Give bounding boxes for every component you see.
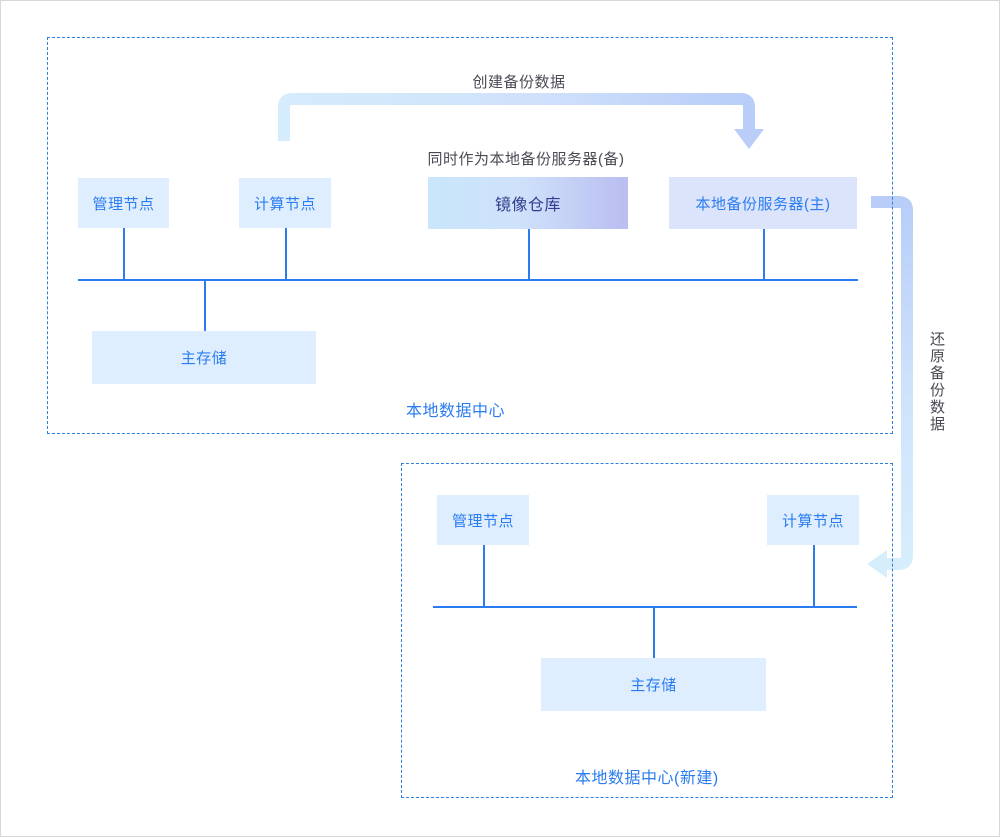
bottom-bus-line — [433, 606, 857, 608]
bottom-datacenter-container — [401, 463, 893, 798]
create-backup-label: 创建备份数据 — [472, 74, 566, 91]
bottom-compute-node[interactable]: 计算节点 — [767, 495, 859, 545]
image-repository-connector — [528, 229, 530, 280]
top-primary-storage[interactable]: 主存储 — [92, 331, 316, 384]
top-datacenter-container — [47, 37, 893, 434]
top-storage-connector — [204, 279, 206, 331]
bottom-compute-node-label: 计算节点 — [781, 512, 844, 530]
top-bus-line — [78, 279, 858, 281]
top-management-node[interactable]: 管理节点 — [78, 178, 169, 228]
bottom-management-node-connector — [483, 545, 485, 606]
bottom-primary-storage[interactable]: 主存储 — [541, 658, 766, 711]
top-compute-node-connector — [285, 228, 287, 280]
bottom-storage-connector — [653, 606, 655, 658]
local-backup-server-label: 本地备份服务器(主) — [695, 195, 831, 213]
top-primary-storage-label: 主存储 — [180, 350, 228, 367]
top-datacenter-label: 本地数据中心 — [406, 403, 506, 420]
bottom-primary-storage-label: 主存储 — [630, 677, 677, 694]
bottom-management-node-label: 管理节点 — [451, 512, 514, 530]
top-compute-node[interactable]: 计算节点 — [239, 178, 331, 228]
mirror-backup-note: 同时作为本地备份服务器(备) — [427, 151, 625, 168]
image-repository-node[interactable]: 镜像仓库 — [428, 177, 628, 229]
top-management-node-label: 管理节点 — [92, 195, 155, 213]
local-backup-server-connector — [763, 229, 765, 280]
restore-backup-label: 还原备份数据 — [928, 331, 945, 433]
bottom-compute-node-connector — [813, 545, 815, 606]
bottom-management-node[interactable]: 管理节点 — [437, 495, 529, 545]
image-repository-label: 镜像仓库 — [494, 197, 561, 214]
local-backup-server-node[interactable]: 本地备份服务器(主) — [669, 177, 857, 229]
top-management-node-connector — [123, 228, 125, 280]
bottom-datacenter-label: 本地数据中心(新建) — [575, 770, 719, 787]
top-compute-node-label: 计算节点 — [253, 195, 316, 213]
